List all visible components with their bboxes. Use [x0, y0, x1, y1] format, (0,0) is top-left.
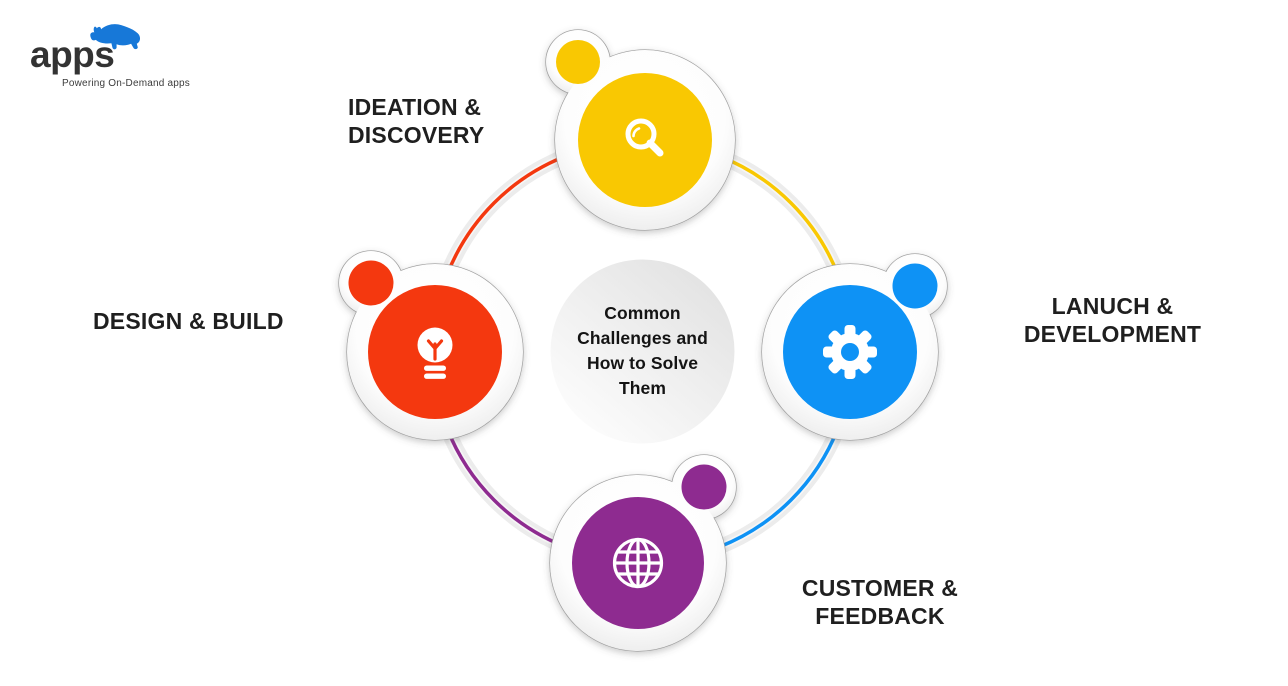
node-satellite-dot — [681, 464, 727, 510]
rhino-icon — [90, 24, 141, 50]
node-design-build — [338, 250, 524, 441]
logo: apps Powering On-Demand apps — [30, 20, 250, 104]
label-ideation-discovery: IDEATION & DISCOVERY — [348, 94, 485, 148]
magnifier-icon — [625, 118, 664, 157]
center-circle — [550, 259, 735, 444]
gear-icon — [823, 325, 877, 379]
node-satellite-dot — [892, 263, 938, 309]
lightbulb-icon — [417, 327, 453, 379]
globe-icon — [612, 537, 664, 589]
node-ideation-discovery — [545, 29, 736, 231]
label-launch-development: LANUCH & DEVELOPMENT — [1023, 293, 1202, 347]
node-satellite-dot — [556, 40, 600, 84]
brand-text: apps — [30, 34, 115, 75]
node-main-dot — [578, 73, 712, 207]
label-customer-feedback: CUSTOMER & FEEDBACK — [801, 575, 959, 629]
node-customer-feedback — [549, 454, 737, 652]
node-launch-development — [761, 253, 948, 441]
node-satellite-dot — [348, 260, 394, 306]
label-design-build: DESIGN & BUILD — [93, 308, 284, 334]
logo-tagline: Powering On-Demand apps — [62, 78, 190, 89]
center-title: Common Challenges and How to Solve Them — [577, 303, 708, 398]
